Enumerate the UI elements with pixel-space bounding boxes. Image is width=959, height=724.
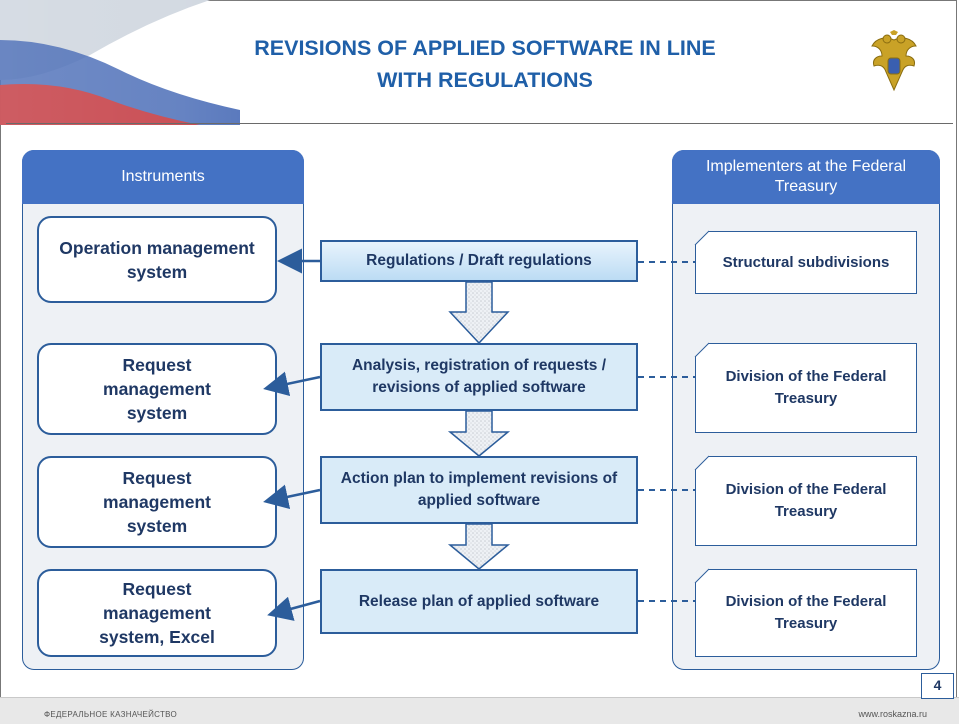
title-line-2: WITH REGULATIONS [377,68,593,92]
arrow-to-instrument-3 [263,484,321,510]
instrument-box-3: Request management system [37,456,277,548]
process-step-3: Action plan to implement revisions of ap… [320,456,638,524]
header-divider [6,123,953,124]
implementer-box-4: Division of the Federal Treasury [695,569,917,657]
implementer-box-2: Division of the Federal Treasury [695,343,917,433]
implementer-box-1: Structural subdivisions [695,231,917,294]
down-arrow-3 [447,523,511,570]
double-headed-eagle-emblem-icon [871,30,917,92]
down-arrow-1 [448,281,510,345]
instrument-box-1: Operation management system [37,216,277,303]
footer-website: www.roskazna.ru [858,709,927,719]
page-title: REVISIONS OF APPLIED SOFTWARE IN LINE WI… [215,32,755,96]
footer-bar [0,697,959,724]
title-line-1: REVISIONS OF APPLIED SOFTWARE IN LINE [254,36,716,60]
down-arrow-2 [447,410,511,457]
fold-corner-2 [694,342,710,358]
fold-corner-4 [694,568,710,584]
russian-flag-decoration [0,0,260,125]
arrow-to-instrument-2 [263,371,321,397]
process-step-4: Release plan of applied software [320,569,638,634]
page-number: 4 [921,673,954,699]
instrument-box-2: Request management system [37,343,277,435]
process-step-1: Regulations / Draft regulations [320,240,638,282]
instruments-header: Instruments [22,150,304,204]
arrow-to-instrument-4 [267,596,321,621]
implementer-box-3: Division of the Federal Treasury [695,456,917,546]
fold-corner-3 [694,455,710,471]
implementers-header: Implementers at the Federal Treasury [672,150,940,204]
footer-org-name: ФЕДЕРАЛЬНОЕ КАЗНАЧЕЙСТВО [44,710,178,719]
fold-corner-1 [694,230,710,246]
